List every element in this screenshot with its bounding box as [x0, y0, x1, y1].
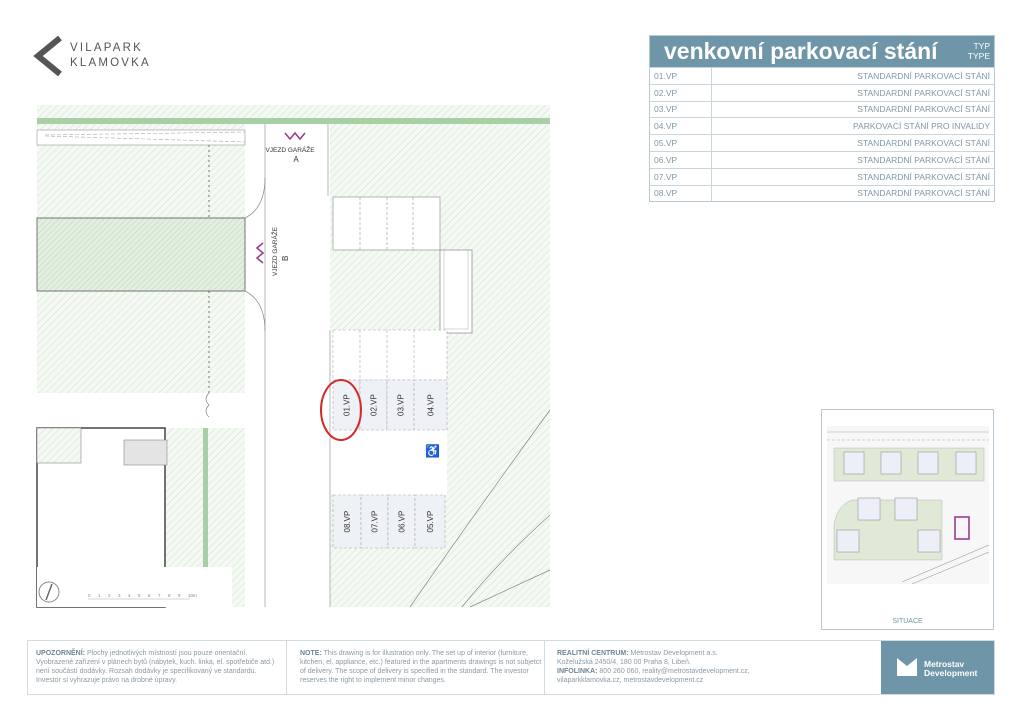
spot-type: STANDARDNÍ PARKOVACÍ STÁNÍ: [710, 184, 994, 202]
note-label: NOTE:: [300, 650, 322, 657]
spot-id: 07.VP: [650, 167, 712, 186]
entrance-a-letter: A: [293, 155, 299, 164]
spot-id: 01.VP: [650, 67, 712, 85]
type-en: TYPE: [967, 51, 990, 61]
spot-type: STANDARDNÍ PARKOVACÍ STÁNÍ: [710, 67, 994, 85]
parking-spot-label: 08.VP: [343, 511, 352, 533]
entrance-a-icon: [284, 131, 306, 141]
spot-id: 02.VP: [650, 83, 712, 102]
footer-note: NOTE: This drawing is for illustration o…: [300, 649, 545, 685]
scale-tick-label: 0: [88, 593, 91, 598]
spot-id: 06.VP: [650, 150, 712, 169]
developer-line1: Metrostav: [924, 659, 965, 669]
scale-tick-label: 2: [108, 593, 111, 598]
note-text: This drawing is for illustration only. T…: [300, 650, 542, 684]
entrance-b-icon: [255, 242, 265, 264]
entrance-b-label: VJEZD GARÁŽE: [270, 226, 279, 276]
legend-title: venkovní parkovací stání: [664, 38, 938, 64]
warning-label: UPOZORNĚNÍ:: [36, 650, 85, 657]
scale-tick-label: 10m: [188, 593, 197, 598]
center-label: REALITNÍ CENTRUM:: [557, 650, 629, 657]
footer: UPOZORNĚNÍ: Plochy jednotlivých místnost…: [27, 640, 995, 695]
type-cz: TYP: [973, 41, 990, 51]
center-text: Metrostav Development a.s.: [630, 650, 718, 657]
spot-id: 03.VP: [650, 100, 712, 118]
parking-spot-label: 04.VP: [427, 394, 436, 416]
footer-warning: UPOZORNĚNÍ: Plochy jednotlivých místnost…: [36, 649, 276, 685]
highlight-ellipse: [320, 379, 362, 441]
hedge-strip: [37, 118, 550, 124]
spot-id: 04.VP: [650, 117, 712, 135]
parking-spot-label: 01.VP: [343, 394, 352, 416]
parking-spot-label: 03.VP: [397, 394, 406, 416]
parking-spot[interactable]: [387, 494, 416, 549]
vilapark-logo-chevron-icon: [33, 35, 62, 77]
warning-text: Plochy jednotlivých místností jsou pouze…: [36, 650, 275, 684]
situation-map: SITUACE: [821, 409, 994, 630]
footer-contact: REALITNÍ CENTRUM: Metrostav Development …: [557, 649, 857, 685]
scale-tick-label: 5: [138, 593, 141, 598]
metrostav-m-icon: [897, 658, 917, 676]
parking-spot-label: 02.VP: [370, 394, 379, 416]
parking-row-upper: [332, 196, 441, 251]
logo-line1: VILAPARK: [70, 42, 143, 54]
parking-spot[interactable]: [414, 494, 446, 549]
situation-highlight: [954, 516, 970, 540]
spot-type: STANDARDNÍ PARKOVACÍ STÁNÍ: [710, 167, 994, 186]
spot-type: PARKOVACÍ STÁNÍ PRO INVALIDY: [710, 117, 994, 135]
scale-tick-label: 9: [178, 593, 181, 598]
spot-type: STANDARDNÍ PARKOVACÍ STÁNÍ: [710, 150, 994, 169]
parking-spot[interactable]: [360, 494, 389, 549]
scale-tick-label: 1: [98, 593, 101, 598]
parking-spot[interactable]: [413, 379, 448, 431]
parking-spot-label: 05.VP: [426, 511, 435, 533]
parking-spot[interactable]: [386, 379, 415, 431]
infoline-label: INFOLINKA:: [557, 668, 598, 675]
scale-tick-label: 4: [128, 593, 131, 598]
scale-tick-label: 3: [118, 593, 121, 598]
brand-logo: VILAPARK KLAMOVKA: [70, 41, 151, 71]
spot-type: STANDARDNÍ PARKOVACÍ STÁNÍ: [710, 83, 994, 102]
address: Koželužská 2450/4, 180 00 Praha 8, Libeň…: [557, 659, 691, 666]
scale-tick-label: 7: [158, 593, 161, 598]
scale-tick-label: 8: [168, 593, 171, 598]
wheelchair-icon: ♿: [425, 444, 440, 458]
situation-label: SITUACE: [892, 618, 923, 625]
parking-spot[interactable]: [332, 494, 362, 549]
parking-spot-label: 06.VP: [398, 511, 407, 533]
scale-tick-label: 6: [148, 593, 151, 598]
spot-id: 05.VP: [650, 134, 712, 152]
north-arrow-icon: [38, 581, 60, 603]
metrostav-logo: Metrostav Development: [881, 641, 994, 694]
garage-access-block: [36, 217, 246, 292]
entrance-b-letter: B: [281, 256, 290, 261]
spot-type: STANDARDNÍ PARKOVACÍ STÁNÍ: [710, 100, 994, 118]
infoline-text[interactable]: 800 260 060, reality@metrostavdevelopmen…: [599, 668, 750, 675]
parking-spot-label: 07.VP: [371, 511, 380, 533]
spot-type: STANDARDNÍ PARKOVACÍ STÁNÍ: [710, 134, 994, 152]
entrance-a-label: VJEZD GARÁŽE: [265, 145, 315, 154]
websites[interactable]: vilaparkklamovka.cz, metrostavdevelopmen…: [557, 677, 704, 684]
spot-id: 08.VP: [650, 184, 712, 202]
logo-line2: KLAMOVKA: [70, 57, 151, 69]
situation-map-drawing: [827, 426, 990, 585]
developer-line2: Development: [924, 668, 978, 678]
